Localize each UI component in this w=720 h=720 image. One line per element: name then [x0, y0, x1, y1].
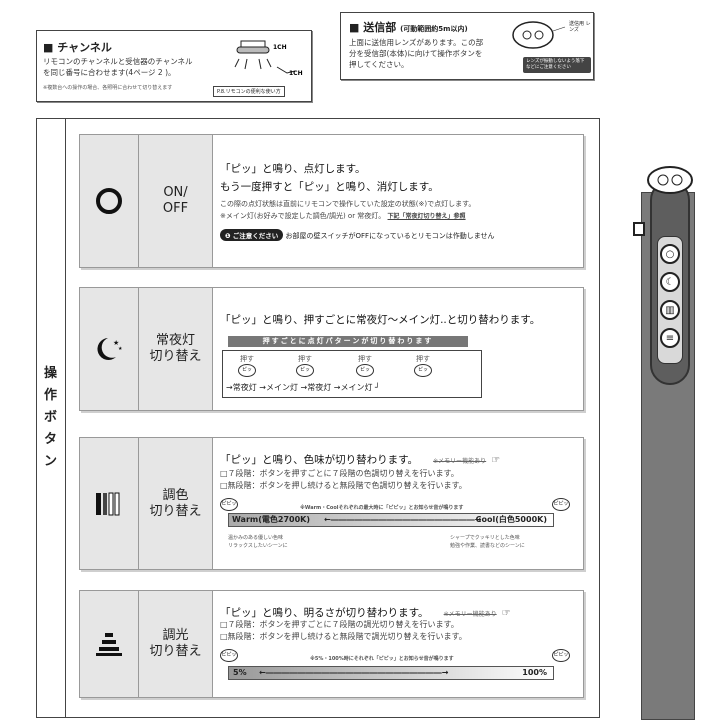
beep-bubble: ピッ: [356, 364, 374, 377]
side-label-char: タ: [43, 432, 57, 447]
dim-desc: 「ピッ」と鳴り、明るさが切り替わります。 ※メモリー機能あり ☞ □７段階：ボタ…: [220, 591, 577, 697]
color-gradient-bar: Warm(電色2700K) ←――――――――――――――――――→ Cool(…: [228, 513, 554, 527]
svg-text:1CH: 1CH: [273, 44, 287, 51]
moon-icon: ★ ★: [97, 338, 123, 360]
transmit-title: ■ 送信部 (可動範囲約5m以内): [349, 21, 468, 34]
channel-switch-icon: [633, 222, 645, 236]
power-icon-cell: [80, 135, 139, 267]
lens-note: レンズが振動しないよう落下などにご注意ください: [523, 57, 591, 73]
beep2-left: ピピッ: [220, 649, 238, 662]
caution-text: お部屋の壁スイッチがOFFになっているとリモコンは作動しません: [285, 232, 495, 240]
flow-step: 常夜灯: [307, 383, 332, 392]
power-desc: 「ピッ」と鳴り、点灯します。 もう一度押すと「ピッ」と鳴り、消灯します。 この際…: [220, 135, 577, 267]
power-lead-2: もう一度押すと「ピッ」と鳴り、消灯します。: [220, 181, 439, 193]
power-lead-1: 「ピッ」と鳴り、点灯します。: [220, 163, 366, 175]
dim-panel: 調光 切り替え 「ピッ」と鳴り、明るさが切り替わります。 ※メモリー機能あり ☞…: [79, 590, 584, 698]
power-ref: 下記「常夜灯切り替え」参照: [387, 213, 466, 220]
channel-callout: ■ チャンネル リモコンのチャンネルと受信器のチャンネル を同じ番号に合わせます…: [36, 30, 312, 102]
dim-memo: ※メモリー機能あり: [443, 611, 497, 618]
beep2-right: ピピッ: [552, 649, 570, 662]
push-label: 押す: [416, 355, 430, 363]
remote-top-lens-icon: [647, 166, 693, 194]
power-icon: [96, 188, 122, 214]
cool-desc-2: 勉強や作業、読書などのシーンに: [450, 543, 525, 549]
side-label: 操 作 ボ タ ン: [36, 118, 66, 718]
power-label: ON/ OFF: [139, 135, 213, 267]
night-flow: →常夜灯 →メイン灯 →常夜灯 →メイン灯 ┘: [226, 383, 380, 392]
night-label: 常夜灯 切り替え: [139, 288, 213, 410]
beep2-right: ピピッ: [552, 498, 570, 511]
ceiling-light-icon: 1CH 1CH: [234, 40, 303, 77]
dimmer-icon: [96, 633, 122, 656]
channel-note: ※複数台への操作の場合、各照明に合わせて切り替えます: [43, 85, 173, 91]
side-label-char: 作: [43, 388, 57, 403]
flow-step: メイン灯: [340, 383, 373, 392]
push-label: 押す: [240, 355, 254, 363]
color-label: 調色 切り替え: [139, 438, 213, 569]
hand-icon: ☞: [491, 455, 501, 466]
color-desc: 「ピッ」と鳴り、色味が切り替わります。 ※メモリー機能あり ☞ □７段階：ボタン…: [220, 438, 577, 569]
night-flow-box: [222, 350, 482, 398]
warm-desc-1: 温かみのある優しい色味: [228, 535, 284, 541]
night-lead: 「ピッ」と鳴り、押すごとに常夜灯〜メイン灯..と切り替わります。: [220, 314, 541, 326]
remote-power-button[interactable]: ○: [660, 244, 680, 264]
night-panel: ★ ★ 常夜灯 切り替え 「ピッ」と鳴り、押すごとに常夜灯〜メイン灯..と切り替…: [79, 287, 584, 411]
color-note: ※Warm・Coolそれぞれの最大時に「ピピッ」とお知らせ音が鳴ります: [300, 505, 464, 511]
color-bars-icon: [96, 492, 120, 515]
night-desc: 「ピッ」と鳴り、押すごとに常夜灯〜メイン灯..と切り替わります。 押すごとに点灯…: [220, 288, 577, 410]
dim-label: 調光 切り替え: [139, 591, 213, 697]
dim-line-1: □７段階：ボタンを押すごとに７段階の調光切り替えを行います。: [220, 620, 459, 629]
beep-bubble: ピッ: [414, 364, 432, 377]
remote-color-button[interactable]: ▥: [660, 300, 680, 320]
caution-pill: ❶ ご注意ください: [220, 229, 284, 241]
svg-text:★: ★: [113, 339, 119, 347]
color-line-2: □無段階：ボタンを押し続けると無段階で色調切り替えを行います。: [220, 481, 467, 490]
channel-text-1: リモコンのチャンネルと受信器のチャンネル: [43, 57, 193, 66]
push-label: 押す: [298, 355, 312, 363]
side-label-char: ボ: [43, 410, 57, 425]
flow-step: 常夜灯: [232, 383, 257, 392]
dim-lead-row: 「ピッ」と鳴り、明るさが切り替わります。 ※メモリー機能あり ☞: [220, 607, 511, 619]
color-line-1: □７段階：ボタンを押すごとに７段階の色調切り替えを行います。: [220, 469, 459, 478]
dim-note: ※5%・100%時にそれぞれ「ピピッ」とお知らせ音が鳴ります: [310, 656, 454, 662]
dim-line-2: □無段階：ボタンを押し続けると無段階で調光切り替えを行います。: [220, 632, 467, 641]
side-label-char: 操: [43, 366, 57, 381]
color-icon-cell: [80, 438, 139, 569]
side-label-char: ン: [43, 454, 57, 469]
flow-step: メイン灯: [265, 383, 298, 392]
transmit-text-3: 押してください。: [349, 60, 409, 69]
color-memo: ※メモリー機能あり: [433, 458, 487, 465]
transmit-text-2: 分を受信部(本体)に向けて操作ボタンを: [349, 49, 483, 58]
svg-text:1CH: 1CH: [289, 70, 303, 77]
remote-night-button[interactable]: ☾: [660, 272, 680, 292]
channel-title: ■ チャンネル: [43, 41, 112, 54]
lens-icon: [512, 21, 566, 49]
svg-text:★: ★: [118, 346, 123, 352]
power-panel: ON/ OFF 「ピッ」と鳴り、点灯します。 もう一度押すと「ピッ」と鳴り、消灯…: [79, 134, 584, 268]
power-caution: ❶ ご注意ください お部屋の壁スイッチがOFFになっているとリモコンは作動しませ…: [220, 229, 495, 241]
channel-text-2: を同じ番号に合わせます(4ページ 2 )。: [43, 68, 176, 77]
lens-label: 送信用 レンズ: [569, 21, 591, 33]
transmit-text-1: 上面に送信用レンズがあります。この部: [349, 38, 484, 47]
power-small-2: ※メイン灯(お好みで設定した調色/調光) or 常夜灯。 下記「常夜灯切り替え」…: [220, 212, 466, 220]
dim-gradient-bar: 5% ←――――――――――――――――――――――→ 100%: [228, 666, 554, 680]
push-label: 押す: [358, 355, 372, 363]
power-small-1: この際の点灯状態は直前にリモコンで操作していた設定の状態(※)で点灯します。: [220, 200, 476, 208]
beep-bubble: ピッ: [238, 364, 256, 377]
cool-desc-1: シャープでクッキリとした色味: [450, 535, 520, 541]
channel-ref: P.8.リモコンの便利な使い方: [213, 86, 285, 97]
dim-icon-cell: [80, 591, 139, 697]
beep2-left: ピピッ: [220, 498, 238, 511]
remote-dim-button[interactable]: ≡: [660, 328, 680, 348]
color-lead-row: 「ピッ」と鳴り、色味が切り替わります。 ※メモリー機能あり ☞: [220, 454, 501, 466]
hand-icon: ☞: [501, 608, 511, 619]
beep-bubble: ピッ: [296, 364, 314, 377]
color-panel: 調色 切り替え 「ピッ」と鳴り、色味が切り替わります。 ※メモリー機能あり ☞ …: [79, 437, 584, 570]
night-icon-cell: ★ ★: [80, 288, 139, 410]
night-pattern: 押すごとに点灯パターンが切り替わります: [228, 336, 468, 347]
warm-desc-2: リラックスしたいシーンに: [228, 543, 288, 549]
transmit-callout: ■ 送信部 (可動範囲約5m以内) 上面に送信用レンズがあります。この部 分を受…: [340, 12, 594, 80]
